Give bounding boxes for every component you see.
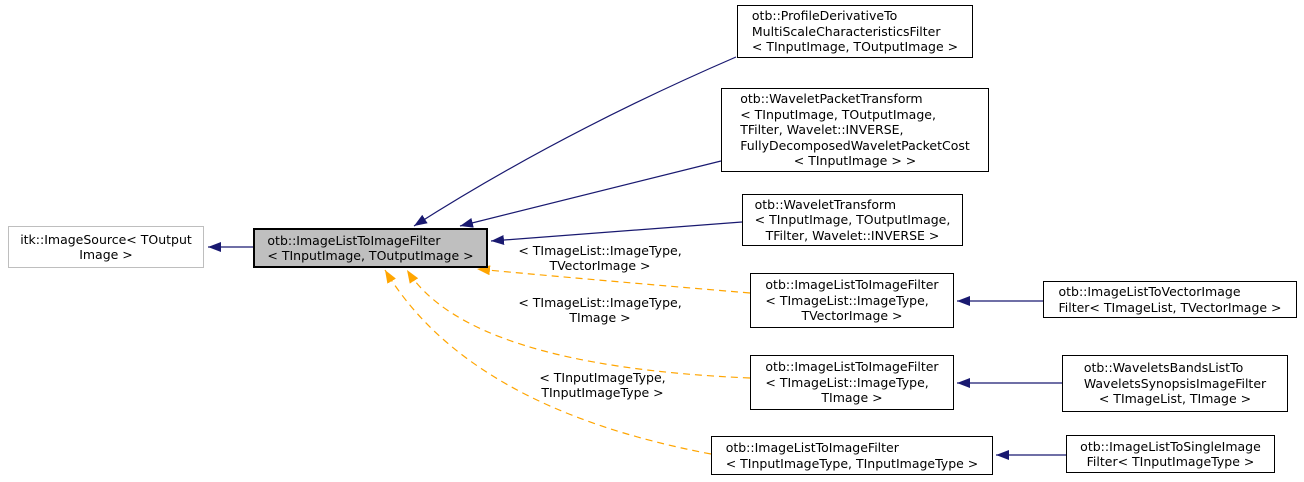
class-node-label: otb::ImageListToImageFilter bbox=[765, 277, 939, 293]
class-node-label: MultiScaleCharacteristicsFilter bbox=[751, 23, 941, 39]
class-node-instance-timage[interactable]: otb::ImageListToImageFilter < TImageList… bbox=[750, 355, 954, 410]
edge-label-tinputimagetype: < TInputImageType, TInputImageType > bbox=[520, 370, 685, 401]
class-node-label: otb::ImageListToImageFilter bbox=[725, 440, 899, 456]
class-node-itk-imagesource: itk::ImageSource< TOutput Image > bbox=[8, 226, 204, 268]
edge-wavelettransform-to-main bbox=[490, 221, 743, 246]
edge-label-tvectorimage: < TImageList::ImageType, TVectorImage > bbox=[505, 243, 695, 274]
class-node-label: < TInputImageType, TInputImageType > bbox=[725, 455, 979, 471]
edge-label-line: < TImageList::ImageType, bbox=[518, 295, 682, 310]
class-node-label: < TInputImage, TOutputImage, bbox=[740, 106, 936, 122]
class-node-label: otb::WaveletTransform bbox=[754, 196, 897, 212]
edge-label-timage: < TImageList::ImageType, TImage > bbox=[505, 295, 695, 326]
class-node-label: otb::ImageListToSingleImage bbox=[1080, 438, 1261, 454]
edge-template-tinputimagetype bbox=[384, 269, 712, 455]
edge-waveletpacket-to-main bbox=[459, 160, 722, 228]
class-node-label: TFilter, Wavelet::INVERSE, bbox=[740, 122, 904, 138]
class-node-label: otb::ImageListToImageFilter bbox=[765, 359, 939, 375]
class-node-label: TImage > bbox=[821, 390, 883, 406]
class-node-label: Filter< TImageList, TVectorImage > bbox=[1058, 299, 1282, 315]
edge-template-timage bbox=[406, 269, 751, 379]
class-node-label: < TInputImage, TOutputImage, bbox=[754, 212, 951, 228]
class-node-label: < TInputImage > > bbox=[793, 153, 917, 169]
class-node-instance-tvectorimage[interactable]: otb::ImageListToImageFilter < TImageList… bbox=[750, 273, 954, 328]
class-node-wavelettransform[interactable]: otb::WaveletTransform < TInputImage, TOu… bbox=[742, 194, 963, 246]
class-node-imagelisttovectorimagefilter[interactable]: otb::ImageListToVectorImage Filter< TIma… bbox=[1043, 281, 1297, 318]
class-node-label: otb::ImageListToVectorImage bbox=[1058, 284, 1241, 300]
class-node-label: otb::WaveletPacketTransform bbox=[740, 91, 923, 107]
class-node-profilederivativetomultiscale[interactable]: otb::ProfileDerivativeTo MultiScaleChara… bbox=[737, 5, 973, 58]
class-node-imagelisttosingleimagefilter[interactable]: otb::ImageListToSingleImage Filter< TInp… bbox=[1066, 435, 1275, 473]
class-node-waveletpackettransform[interactable]: otb::WaveletPacketTransform < TInputImag… bbox=[721, 88, 989, 172]
class-node-label: itk::ImageSource< TOutput bbox=[20, 231, 192, 247]
class-node-label: < TInputImage, TOutputImage > bbox=[267, 248, 474, 263]
edge-label-line: < TImageList::ImageType, bbox=[518, 243, 682, 258]
class-node-label: < TImageList::ImageType, bbox=[765, 292, 929, 308]
class-node-label: < TImageList::ImageType, bbox=[765, 374, 929, 390]
edge-label-line: TImage > bbox=[569, 310, 631, 326]
class-node-label: Filter< TInputImageType > bbox=[1086, 454, 1255, 469]
class-node-instance-tinputimagetype[interactable]: otb::ImageListToImageFilter < TInputImag… bbox=[711, 436, 993, 475]
class-node-label: Image > bbox=[79, 247, 133, 262]
class-node-label: < TImageList, TImage > bbox=[1098, 391, 1252, 407]
class-node-label: < TInputImage, TOutputImage > bbox=[751, 39, 959, 55]
edge-label-line: < TInputImageType, bbox=[539, 370, 666, 385]
class-node-label: otb::WaveletsBandsListTo bbox=[1083, 360, 1244, 376]
class-node-imagelisttoimagefilter-current: otb::ImageListToImageFilter < TInputImag… bbox=[253, 228, 488, 268]
edge-profilederivative-to-main bbox=[413, 56, 737, 227]
class-node-label: otb::ProfileDerivativeTo bbox=[751, 8, 898, 24]
class-node-label: WaveletsSynopsisImageFilter bbox=[1083, 375, 1267, 391]
edge-label-line: TInputImageType > bbox=[541, 385, 664, 401]
class-node-label: TVectorImage > bbox=[801, 308, 903, 324]
class-node-label: otb::ImageListToImageFilter bbox=[267, 232, 441, 248]
class-node-waveletsbandslisttosynopsis[interactable]: otb::WaveletsBandsListTo WaveletsSynopsi… bbox=[1062, 355, 1288, 412]
edge-label-line: TVectorImage > bbox=[549, 258, 651, 274]
class-node-label: FullyDecomposedWaveletPacketCost bbox=[740, 137, 970, 153]
class-node-label: TFilter, Wavelet::INVERSE > bbox=[765, 227, 940, 243]
